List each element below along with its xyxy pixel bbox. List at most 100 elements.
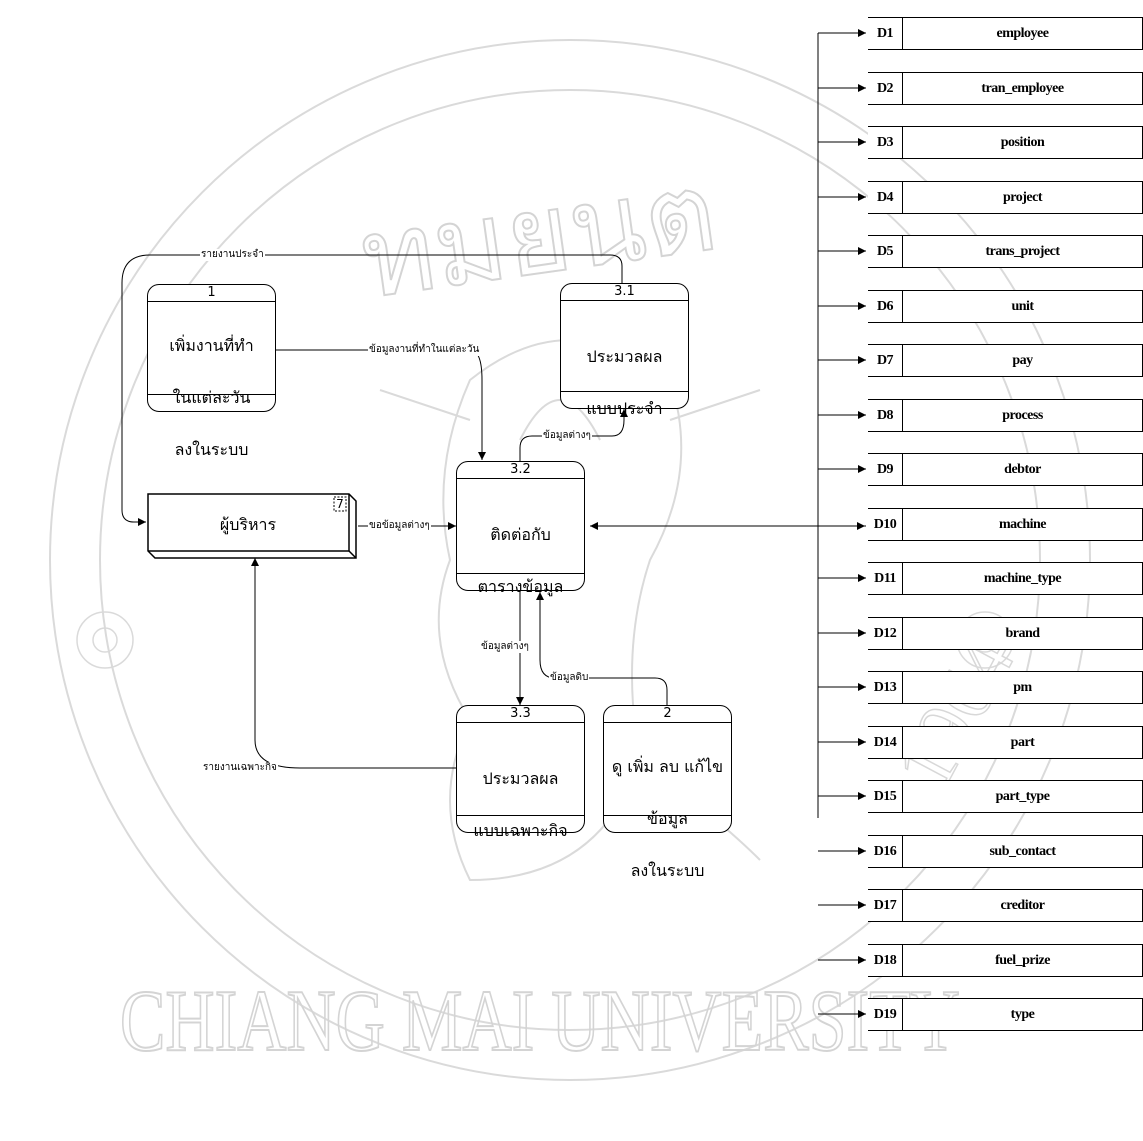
data-store-d1: D1 employee xyxy=(868,17,1143,50)
external-entity-executive: 7 ผู้บริหาร xyxy=(147,493,358,559)
data-store-id: D16 xyxy=(868,836,903,867)
process-label: เพิ่มงานที่ทำ ในแต่ละวัน ลงในระบบ xyxy=(148,307,275,489)
process-label-line: ลงในระบบ xyxy=(174,440,249,459)
data-store-d16: D16 sub_contact xyxy=(868,835,1143,868)
data-store-id: D7 xyxy=(868,345,903,376)
data-store-name: process xyxy=(1002,408,1043,423)
data-store-name: type xyxy=(1010,1007,1035,1022)
flow-label-various-data-to-33: ข้อมูลต่างๆ xyxy=(480,641,530,653)
process-label-line: ดู เพิ่ม ลบ แก้ไข xyxy=(611,757,724,776)
data-store-d4: D4 project xyxy=(868,181,1143,214)
data-store-name: unit xyxy=(1011,299,1034,314)
process-label: ดู เพิ่ม ลบ แก้ไข ข้อมูล ลงในระบบ xyxy=(604,728,731,910)
data-store-name: machine xyxy=(998,517,1047,532)
process-2: 2 ดู เพิ่ม ลบ แก้ไข ข้อมูล ลงในระบบ xyxy=(603,705,732,880)
process-footer xyxy=(457,815,584,816)
data-store-name: trans_project xyxy=(985,244,1060,259)
process-label-line: ข้อมูล xyxy=(647,809,688,828)
data-store-name: fuel_prize xyxy=(995,953,1050,968)
data-store-d17: D17 creditor xyxy=(868,889,1143,922)
data-store-name: pay xyxy=(1012,353,1033,368)
data-store-d14: D14 part xyxy=(868,726,1143,759)
process-3-3: 3.3 ประมวลผล แบบเฉพาะกิจ xyxy=(456,705,585,840)
process-1: 1 เพิ่มงานที่ทำ ในแต่ละวัน ลงในระบบ xyxy=(147,284,276,459)
process-label: ประมวลผล แบบประจำ xyxy=(561,318,688,448)
data-store-id: D1 xyxy=(868,18,903,49)
data-store-name: machine_type xyxy=(983,571,1062,586)
data-store-name: part_type xyxy=(995,789,1050,804)
data-store-id: D12 xyxy=(868,618,903,649)
data-store-name: project xyxy=(1003,190,1043,205)
data-store-id: D4 xyxy=(868,182,903,213)
data-store-d2: D2 tran_employee xyxy=(868,72,1143,105)
data-store-id: D11 xyxy=(868,563,903,594)
process-footer xyxy=(604,815,731,816)
flow-label-daily-work-data: ข้อมูลงานที่ทำในแต่ละวัน xyxy=(368,344,481,356)
data-store-id: D18 xyxy=(868,945,903,976)
data-store-id: D19 xyxy=(868,999,903,1030)
process-3-2: 3.2 ติดต่อกับ ตารางข้อมูล xyxy=(456,461,585,596)
process-footer xyxy=(561,391,688,392)
process-label: ติดต่อกับ ตารางข้อมูล xyxy=(457,496,584,626)
data-store-name: employee xyxy=(996,26,1049,41)
data-store-d18: D18 fuel_prize xyxy=(868,944,1143,977)
data-store-name: brand xyxy=(1005,626,1040,641)
data-store-name: tran_employee xyxy=(981,81,1064,96)
entity-label: ผู้บริหาร xyxy=(219,515,277,534)
flow-label-request-data: ขอข้อมูลต่างๆ xyxy=(368,520,431,532)
data-store-d19: D19 type xyxy=(868,998,1143,1031)
entity-id: 7 xyxy=(336,497,344,511)
process-3-1: 3.1 ประมวลผล แบบประจำ xyxy=(560,283,689,418)
data-store-d15: D15 part_type xyxy=(868,780,1143,813)
process-label-line: ประมวลผล xyxy=(586,347,663,366)
data-store-name: creditor xyxy=(1000,898,1045,913)
data-store-name: debtor xyxy=(1004,462,1041,477)
process-footer xyxy=(457,573,584,574)
data-store-id: D2 xyxy=(868,73,903,104)
data-store-id: D14 xyxy=(868,727,903,758)
data-store-d7: D7 pay xyxy=(868,344,1143,377)
data-store-d11: D11 machine_type xyxy=(868,562,1143,595)
data-store-d10: D10 machine xyxy=(868,508,1143,541)
process-label-line: ประมวลผล xyxy=(482,769,559,788)
process-id: 3.3 xyxy=(457,706,584,723)
process-label-line: ติดต่อกับ xyxy=(490,525,551,544)
process-label-line: ตารางข้อมูล xyxy=(477,577,564,596)
data-store-d3: D3 position xyxy=(868,126,1143,159)
data-store-id: D13 xyxy=(868,672,903,703)
process-label: ประมวลผล แบบเฉพาะกิจ xyxy=(457,740,584,870)
data-store-d5: D5 trans_project xyxy=(868,235,1143,268)
flow-label-various-data-to-31: ข้อมูลต่างๆ xyxy=(542,430,592,442)
data-store-name: pm xyxy=(1013,680,1032,695)
process-id: 2 xyxy=(604,706,731,723)
data-store-id: D9 xyxy=(868,454,903,485)
entity-box xyxy=(147,493,357,559)
data-store-id: D17 xyxy=(868,890,903,921)
data-store-d13: D13 pm xyxy=(868,671,1143,704)
data-store-id: D10 xyxy=(868,509,903,540)
data-store-name: part xyxy=(1010,735,1035,750)
data-store-d8: D8 process xyxy=(868,399,1143,432)
data-store-id: D15 xyxy=(868,781,903,812)
data-store-d12: D12 brand xyxy=(868,617,1143,650)
data-store-d9: D9 debtor xyxy=(868,453,1143,486)
flow-label-raw-data: ข้อมูลดิบ xyxy=(549,672,590,684)
process-label-line: เพิ่มงานที่ทำ xyxy=(169,336,254,355)
data-store-id: D8 xyxy=(868,400,903,431)
process-label-line: แบบประจำ xyxy=(586,399,663,418)
flow-label-adhoc-report: รายงานเฉพาะกิจ xyxy=(202,762,278,774)
process-label-line: ลงในระบบ xyxy=(630,861,705,880)
process-label-line: แบบเฉพาะกิจ xyxy=(473,821,568,840)
process-id: 1 xyxy=(148,285,275,302)
data-store-id: D3 xyxy=(868,127,903,158)
flow-label-routine-report: รายงานประจำ xyxy=(200,249,265,261)
data-store-name: sub_contact xyxy=(989,844,1056,859)
data-store-name: position xyxy=(1000,135,1045,150)
watermark-arc-bottom: CHIANG MAI UNIVERSITY xyxy=(120,973,960,1070)
data-store-id: D5 xyxy=(868,236,903,267)
process-id: 3.1 xyxy=(561,284,688,301)
process-id: 3.2 xyxy=(457,462,584,479)
